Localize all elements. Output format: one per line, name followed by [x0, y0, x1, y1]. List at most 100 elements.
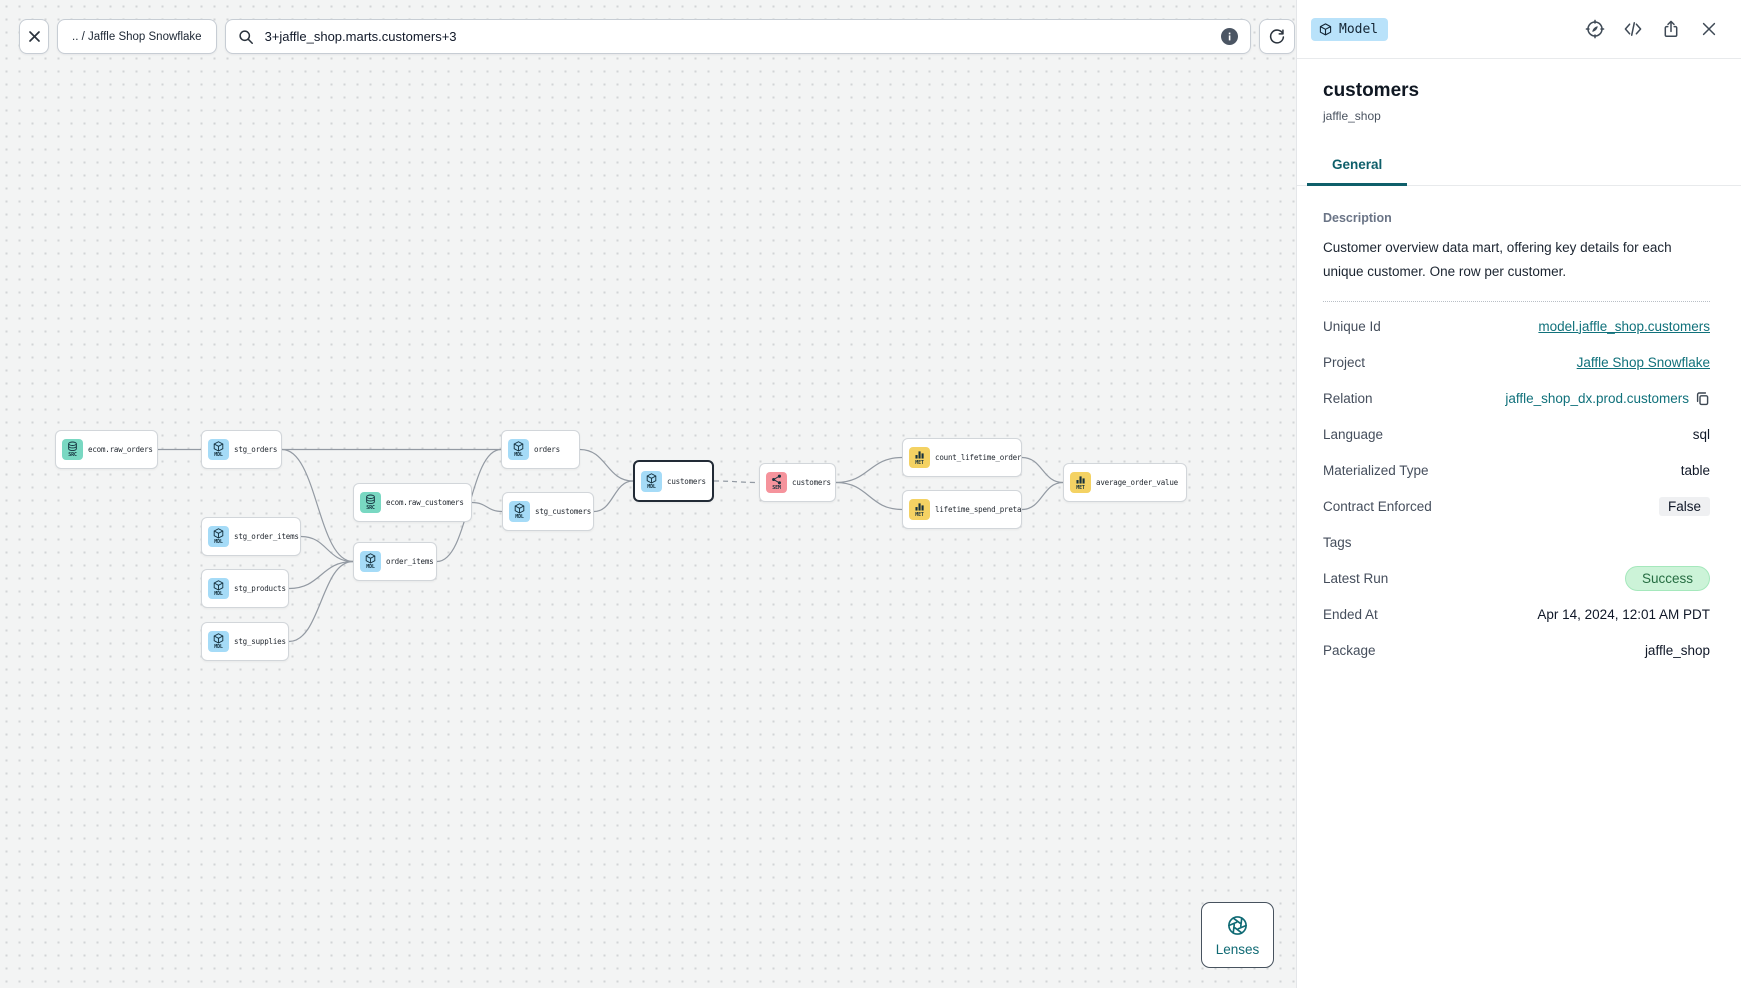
lineage-edge	[835, 481, 903, 511]
field-value: Jaffle Shop Snowflake	[1577, 355, 1710, 370]
node-label: customers	[667, 476, 706, 486]
node-kind-label: SRC	[366, 505, 375, 511]
copy-icon[interactable]	[1695, 391, 1710, 406]
node-label: count_lifetime_orders	[935, 453, 1022, 462]
tab-general[interactable]: General	[1307, 147, 1408, 186]
details-panel: Model	[1296, 0, 1741, 988]
graph-node-customers-model[interactable]: MDL customers	[633, 460, 714, 502]
relation-value: jaffle_shop_dx.prod.customers	[1505, 390, 1689, 406]
close-icon	[1702, 22, 1716, 36]
lineage-edge	[1021, 456, 1064, 484]
search-bar	[224, 19, 1251, 54]
panel-body: customers jaffle_shop General Descriptio…	[1297, 59, 1741, 668]
lineage-canvas[interactable]: .. / Jaffle Shop Snowflake SRC ecom.raw_o…	[0, 0, 1296, 988]
node-kind-label: MET	[915, 512, 924, 518]
node-label: orders	[534, 445, 560, 454]
refresh-button[interactable]	[1258, 19, 1295, 54]
description-label: Description	[1323, 211, 1392, 225]
search-icon	[238, 29, 253, 44]
compass-icon	[1585, 19, 1605, 39]
panel-title: customers	[1323, 80, 1420, 101]
resource-type-label: Model	[1339, 21, 1379, 37]
code-icon	[1624, 22, 1642, 36]
contract-enforced-badge: False	[1658, 496, 1710, 516]
field-label: Language	[1323, 426, 1384, 442]
node-kind-label: MDL	[214, 452, 223, 458]
graph-node-stg-supplies[interactable]: MDL stg_supplies	[201, 622, 289, 661]
field-row-contract-enforced: Contract Enforced False	[1323, 488, 1710, 524]
panel-actions	[1585, 19, 1719, 39]
mdl-node-icon: MDL	[208, 578, 229, 599]
src-node-icon: SRC	[360, 492, 381, 513]
share-button[interactable]	[1661, 19, 1681, 39]
graph-node-average-order-value[interactable]: MET average_order_value	[1063, 463, 1187, 502]
field-label: Latest Run	[1323, 570, 1389, 586]
node-kind-label: MDL	[366, 564, 375, 570]
breadcrumb[interactable]: .. / Jaffle Shop Snowflake	[57, 19, 217, 54]
lineage-edge	[579, 448, 634, 482]
lenses-button[interactable]: Lenses	[1201, 902, 1274, 968]
cube-icon	[1319, 22, 1332, 35]
breadcrumb-label: .. / Jaffle Shop Snowflake	[72, 30, 202, 43]
field-label: Package	[1323, 642, 1376, 658]
mdl-node-icon: MDL	[208, 439, 229, 460]
field-value-link[interactable]: model.jaffle_shop.customers	[1538, 318, 1710, 334]
node-kind-label: MDL	[515, 514, 524, 520]
field-value-link[interactable]: Jaffle Shop Snowflake	[1576, 354, 1710, 370]
close-panel-button[interactable]	[1699, 19, 1719, 39]
graph-node-ecom-raw-orders[interactable]: SRC ecom.raw_orders	[55, 430, 158, 469]
field-label: Unique Id	[1323, 318, 1381, 334]
lineage-edge	[835, 456, 903, 484]
graph-node-order-items[interactable]: MDL order_items	[353, 542, 437, 581]
node-kind-label: MET	[1076, 485, 1085, 491]
mdl-node-icon: MDL	[509, 501, 530, 522]
view-code-button[interactable]	[1623, 19, 1643, 39]
lineage-edge	[288, 560, 354, 643]
field-label: Materialized Type	[1323, 462, 1429, 478]
node-kind-label: MDL	[214, 591, 223, 597]
field-value: jaffle_shop	[1644, 642, 1710, 658]
graph-node-ecom-raw-customers[interactable]: SRC ecom.raw_customers	[353, 483, 472, 522]
field-row-package: Package jaffle_shop	[1323, 632, 1710, 668]
node-label: average_order_value	[1096, 478, 1178, 487]
explore-lineage-button[interactable]	[1585, 19, 1605, 39]
mdl-node-icon: MDL	[641, 470, 662, 492]
node-label: ecom.raw_customers	[386, 498, 464, 507]
node-kind-label: SEM	[772, 485, 781, 491]
refresh-icon	[1269, 28, 1284, 44]
canvas-toolbar: .. / Jaffle Shop Snowflake	[19, 19, 1295, 54]
node-label: stg_supplies	[234, 637, 286, 646]
search-input[interactable]	[262, 28, 1212, 45]
lineage-edge	[471, 501, 503, 513]
src-node-icon: SRC	[62, 439, 83, 460]
lineage-edge	[1021, 481, 1064, 511]
panel-tabs: General	[1297, 147, 1741, 186]
node-kind-label: MDL	[214, 644, 223, 650]
lineage-edge	[300, 535, 354, 563]
field-value: False	[1658, 496, 1710, 516]
field-value: table	[1680, 462, 1710, 478]
lineage-edge	[281, 448, 354, 563]
close-lineage-button[interactable]	[19, 19, 49, 54]
lineage-edge	[288, 560, 354, 590]
info-icon[interactable]	[1220, 28, 1238, 45]
field-value: Apr 14, 2024, 12:01 AM PDT	[1537, 606, 1710, 622]
node-label: ecom.raw_orders	[88, 445, 153, 454]
node-kind-label: SRC	[68, 452, 77, 458]
node-label: order_items	[386, 557, 434, 566]
field-row-unique-id: Unique Id model.jaffle_shop.customers	[1323, 308, 1710, 344]
field-value: model.jaffle_shop.customers	[1538, 319, 1710, 334]
field-label: Tags	[1323, 534, 1352, 550]
field-label: Contract Enforced	[1323, 498, 1432, 514]
